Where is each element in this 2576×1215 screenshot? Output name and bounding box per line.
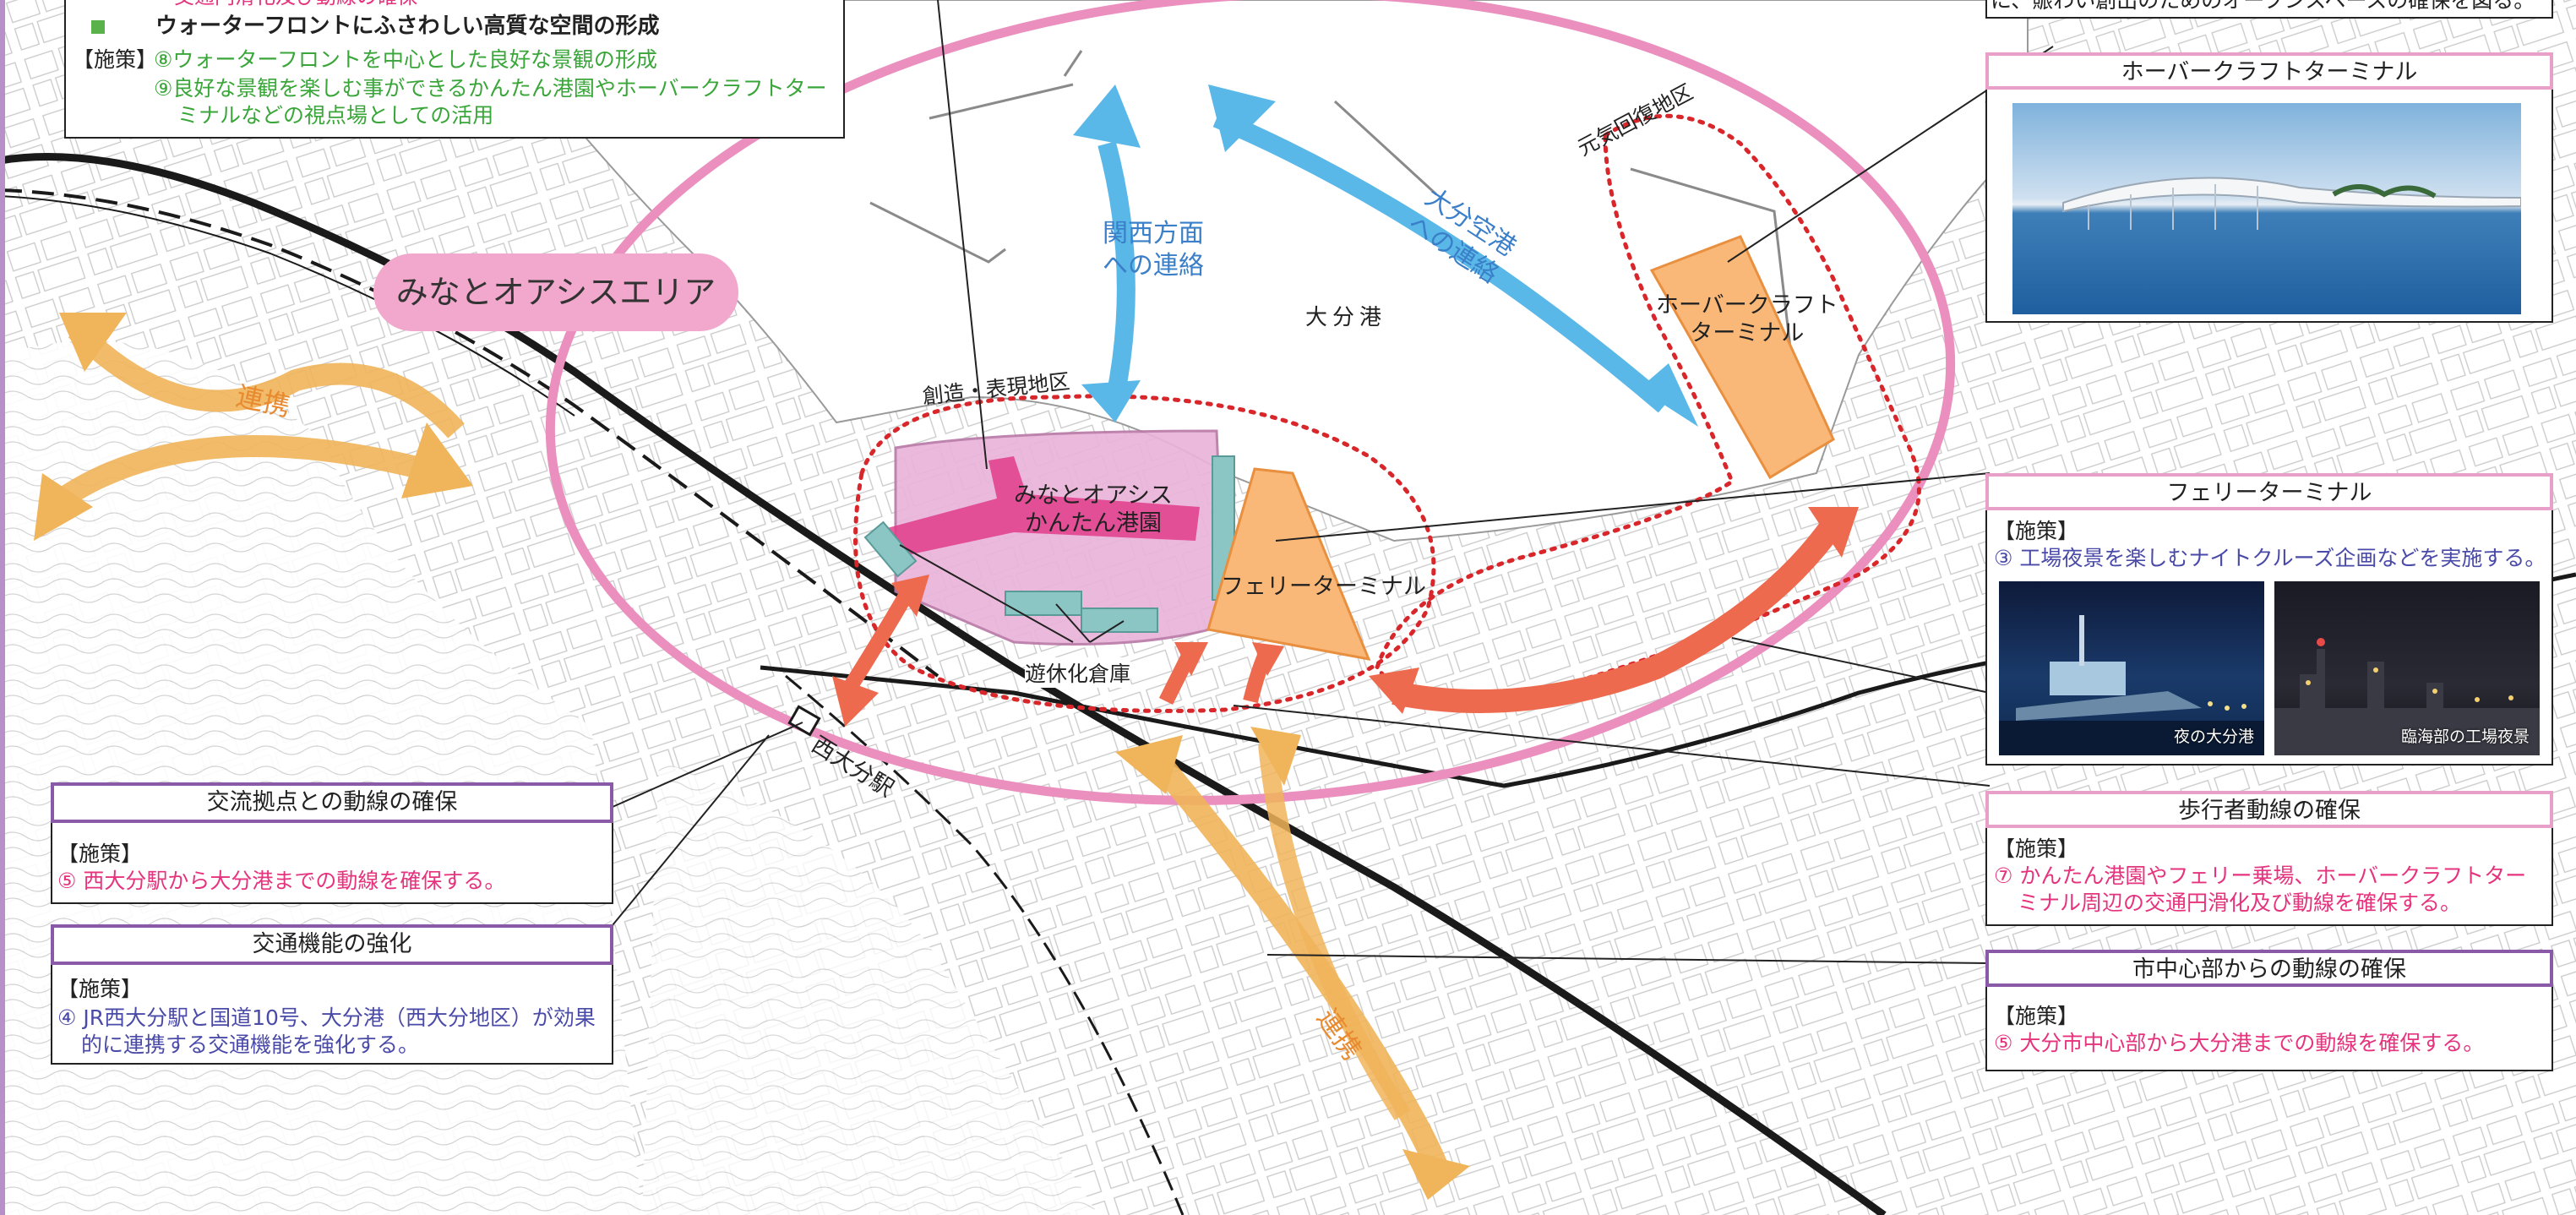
traffic-measure-4-line2: 的に連携する交通機能を強化する。 [81, 1032, 420, 1057]
traffic-measure-4-line1: ④ JR西大分駅と国道10号、大分港（西大分地区）が効果 [57, 1005, 596, 1030]
hover-terminal-label: ホーバークラフト ターミナル [1656, 292, 1838, 346]
city-center-measure-5: ⑤ 大分市中心部から大分港までの動線を確保する。 [1994, 1031, 2485, 1055]
nishi-oita-station-marker [787, 705, 821, 737]
top-left-line0: 交通円滑化及び動線の確保 [174, 0, 417, 11]
oasis-area-label: みなとオアシスエリア [373, 253, 738, 331]
hover-terminal-building [2062, 177, 2521, 230]
measure-8: ⑧ウォーターフロントを中心とした良好な景観の形成 [154, 47, 657, 72]
traffic-measure-tag: 【施策】 [57, 977, 143, 1001]
ferry-terminal-panel: フェリーターミナル 【施策】 ③ 工場夜景を楽しむナイトクルーズ企画などを実施す… [1985, 473, 2553, 766]
waterfront-heading: ウォーターフロントにふさわしい高質な空間の形成 [155, 14, 660, 39]
night-port-photo: 夜の大分港 [1999, 581, 2264, 755]
red-link-arrows [832, 507, 1859, 727]
city-center-panel-title: 市中心部からの動線の確保 [1985, 950, 2553, 987]
traffic-panel: 交通機能の強化 【施策】 ④ JR西大分駅と国道10号、大分港（西大分地区）が効… [51, 924, 613, 1065]
ferry-terminal-label: フェリーターミナル [1221, 574, 1426, 600]
factory-night-photo: 臨海部の工場夜景 [2274, 581, 2540, 755]
page-edge-bar [0, 0, 5, 1215]
renkei-bottom-arrow [1115, 727, 1470, 1200]
hover-terminal-photo [2012, 103, 2521, 314]
ferry-terminal-panel-title: フェリーターミナル [1985, 473, 2553, 510]
hover-terminal-panel-title: ホーバークラフトターミナル [1985, 52, 2553, 90]
traffic-panel-title: 交通機能の強化 [51, 924, 613, 965]
oita-port-label: 大分港 [1305, 305, 1387, 330]
kantan-park-area [894, 429, 1227, 646]
bullet-square-icon [91, 20, 105, 34]
kansai-link-label: 関西方面 への連絡 [1103, 219, 1204, 281]
pedestrian-measure-7-line1: ⑦ かんたん港園やフェリー乗場、ホーバークラフトター [1994, 864, 2527, 888]
city-center-measure-tag: 【施策】 [1994, 1004, 2079, 1028]
night-port-caption: 夜の大分港 [2173, 727, 2254, 746]
kantan-park-label: みなとオアシス かんたん港園 [1014, 482, 1173, 537]
renkei-left-arrow [34, 313, 473, 541]
measure-9-line2: ミナルなどの視点場としての活用 [177, 103, 494, 128]
top-right-text: に、賑わい創出のためのオープンスペースの確保を図る。 [1991, 0, 2535, 13]
night-ship-illustration [1999, 615, 2264, 755]
kansai-link-arrow [1073, 84, 1141, 422]
exchange-measure-tag: 【施策】 [57, 842, 143, 866]
exchange-panel-title: 交流拠点との動線の確保 [51, 782, 613, 823]
ferry-measure-3: ③ 工場夜景を楽しむナイトクルーズ企画などを実施する。 [1994, 546, 2546, 570]
exchange-measure-5: ⑤ 西大分駅から大分港までの動線を確保する。 [57, 869, 506, 893]
pedestrian-measure-tag: 【施策】 [1994, 836, 2079, 861]
pedestrian-measure-7-line2: ミナル周辺の交通円滑化及び動線を確保する。 [2018, 891, 2462, 915]
kantan-park-path [887, 456, 1200, 558]
city-center-panel: 市中心部からの動線の確保 【施策】 ⑤ 大分市中心部から大分港までの動線を確保す… [1985, 950, 2553, 1071]
measure-9-line1: ⑨良好な景観を楽しむ事ができるかんたん港園やホーバークラフトター [154, 76, 827, 101]
airport-link-arrow [1208, 84, 1698, 427]
factory-skyline-illustration [2274, 638, 2540, 755]
factory-night-caption: 臨海部の工場夜景 [2400, 727, 2530, 746]
hover-terminal-area [1649, 235, 1835, 480]
pedestrian-panel-title: 歩行者動線の確保 [1985, 791, 2553, 828]
exchange-panel: 交流拠点との動線の確保 【施策】 ⑤ 西大分駅から大分港までの動線を確保する。 [51, 782, 613, 904]
top-left-measures-box: 交通円滑化及び動線の確保 ウォーターフロントにふさわしい高質な空間の形成 【施策… [64, 0, 845, 139]
pedestrian-panel: 歩行者動線の確保 【施策】 ⑦ かんたん港園やフェリー乗場、ホーバークラフトター… [1985, 791, 2553, 926]
warehouses [863, 455, 1235, 633]
sozo-zone-outline [853, 394, 1436, 713]
top-right-text-box: に、賑わい創出のためのオープンスペースの確保を図る。 [1985, 0, 2553, 19]
hover-terminal-panel: ホーバークラフトターミナル [1985, 52, 2553, 323]
ferry-terminal-area [1206, 467, 1371, 661]
ferry-measure-tag: 【施策】 [1994, 519, 2079, 543]
top-left-measure-tag: 【施策】 [73, 47, 158, 72]
warehouse-label: 遊休化倉庫 [1025, 657, 1131, 688]
